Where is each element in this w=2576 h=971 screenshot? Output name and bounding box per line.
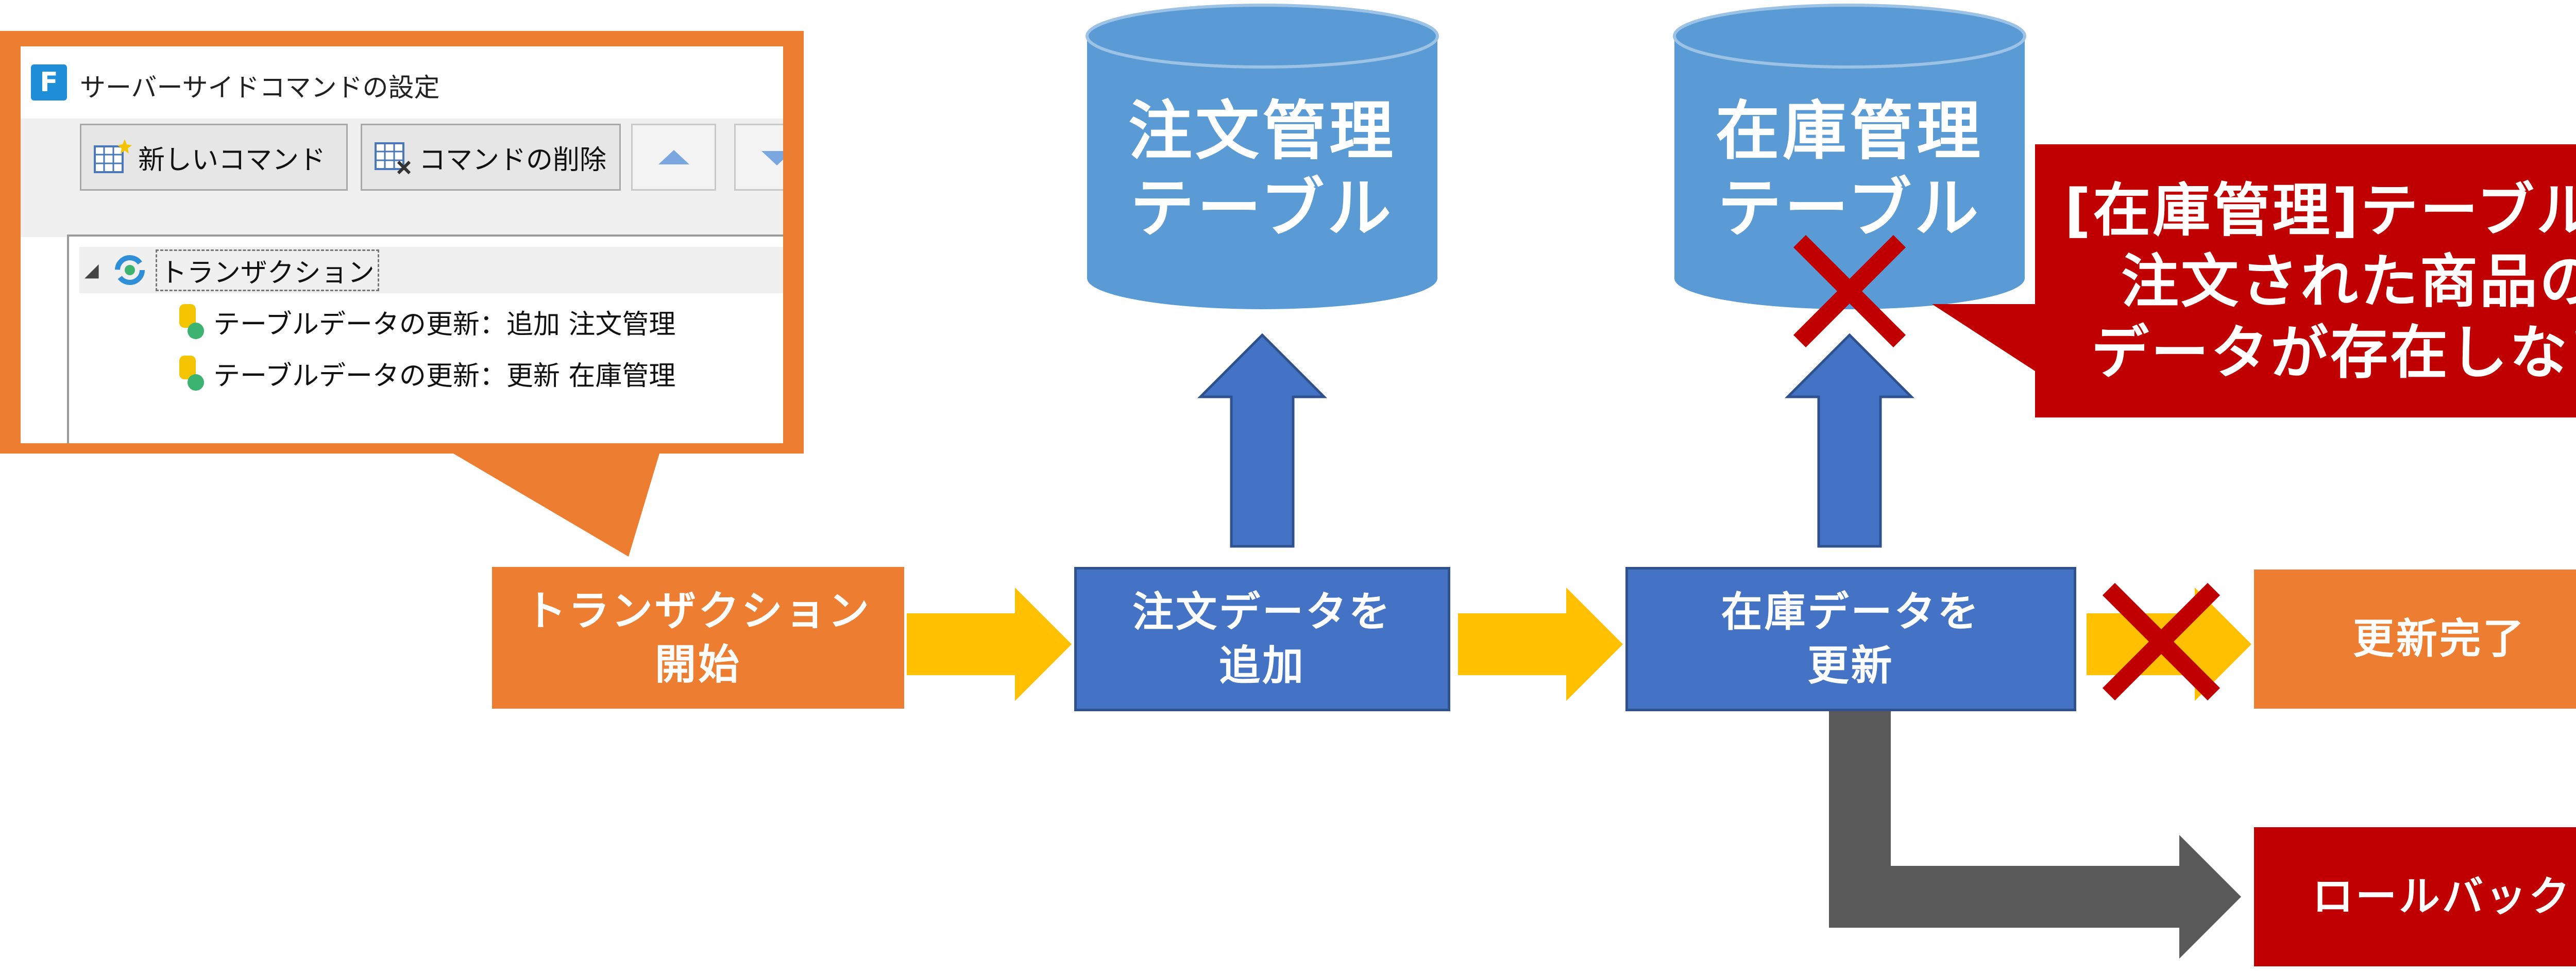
settings-window: F サーバーサイドコマンドの設定 新しいコマンド bbox=[21, 46, 783, 443]
move-down-button[interactable] bbox=[734, 124, 783, 191]
rollback-arrow bbox=[1829, 706, 2241, 959]
grid-delete-icon bbox=[372, 139, 414, 175]
tree-root-label: トランザクション bbox=[155, 249, 379, 291]
move-up-button[interactable] bbox=[631, 124, 716, 191]
db-update-icon bbox=[179, 304, 204, 339]
stock-table-label: 在庫管理 テーブル bbox=[1715, 94, 1984, 246]
order-table-cylinder bbox=[1086, 4, 1439, 309]
flow-arrow-2 bbox=[1458, 588, 1623, 701]
grid-new-icon bbox=[92, 139, 133, 175]
window-titlebar: F サーバーサイドコマンドの設定 bbox=[21, 46, 783, 119]
transaction-start-box: トランザクション 開始 bbox=[492, 567, 904, 709]
cross-icon bbox=[2102, 582, 2221, 701]
arrow-up-icon bbox=[658, 150, 689, 164]
new-command-button[interactable]: 新しいコマンド bbox=[80, 124, 348, 191]
collapse-expander[interactable]: ◢ bbox=[84, 259, 99, 281]
db-update-icon bbox=[179, 356, 204, 391]
tree-row-add-order[interactable]: テーブルデータの更新：追加 注文管理 bbox=[172, 298, 675, 345]
update-stock-box: 在庫データを 更新 bbox=[1625, 567, 2076, 711]
update-done-box: 更新完了 bbox=[2254, 570, 2576, 709]
tree-row-update-stock[interactable]: テーブルデータの更新：更新 在庫管理 bbox=[172, 350, 675, 396]
app-icon: F bbox=[31, 64, 67, 101]
new-command-label: 新しいコマンド bbox=[138, 144, 326, 176]
delete-command-button[interactable]: コマンドの削除 bbox=[361, 124, 621, 191]
up-arrow-stock bbox=[1784, 333, 1915, 548]
tree-row-transaction[interactable]: ◢ トランザクション bbox=[79, 247, 783, 293]
tree-item-label: テーブルデータの更新：更新 在庫管理 bbox=[213, 360, 676, 392]
cross-icon bbox=[1793, 235, 1906, 348]
window-title: サーバーサイドコマンドの設定 bbox=[80, 73, 440, 103]
add-order-box: 注文データを 追加 bbox=[1074, 567, 1450, 711]
error-callout-shape bbox=[1932, 144, 2576, 417]
delete-command-label: コマンドの削除 bbox=[419, 144, 607, 176]
arrow-down-icon bbox=[761, 151, 783, 165]
stock-table-cylinder bbox=[1673, 4, 2026, 309]
rollback-box: ロールバック bbox=[2254, 827, 2576, 966]
flow-arrow-1 bbox=[907, 588, 1072, 701]
order-table-label: 注文管理 テーブル bbox=[1128, 94, 1396, 246]
error-message: [在庫管理]テーブルに 注文された商品の データが存在しない bbox=[2064, 177, 2576, 387]
up-arrow-order bbox=[1197, 333, 1328, 548]
tree-item-label: テーブルデータの更新：追加 注文管理 bbox=[213, 309, 676, 340]
command-tree: ◢ トランザクション テーブルデータの更新：追加 注文管理 テーブルデータの更新… bbox=[67, 235, 783, 443]
refresh-icon bbox=[114, 255, 145, 285]
